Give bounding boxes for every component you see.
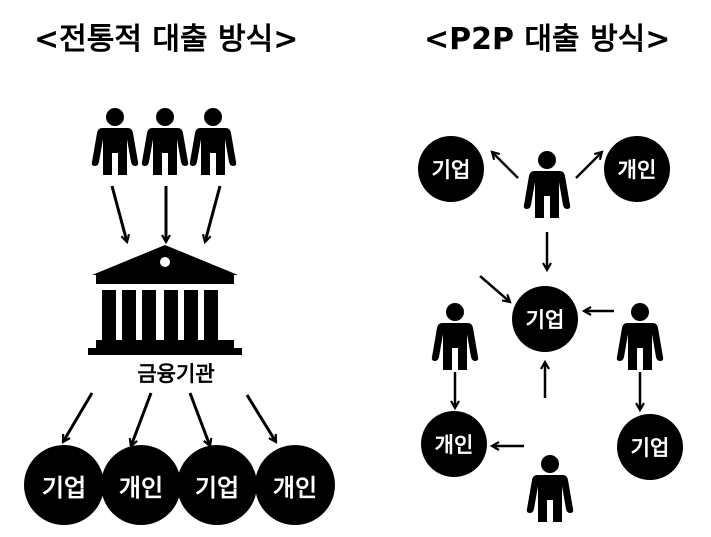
institution-label: 금융기관 [137,362,215,386]
p2p-person-icon [431,303,479,370]
lender-person-icon [141,108,189,175]
bank-icon [88,245,242,355]
flow-arrow [61,392,94,442]
traditional-title: <전통적 대출 방식> [34,22,299,57]
flow-arrow [205,185,222,242]
borrower-node-company: 기업 [24,445,104,525]
p2p-node-individual: 개인 [421,411,487,477]
borrower-node-company: 기업 [177,445,257,525]
borrower-node-individual: 개인 [101,445,181,525]
flow-arrow [110,185,127,242]
p2p-person-icon [523,151,571,218]
p2p-node-company: 기업 [418,136,484,202]
borrower-node-individual: 개인 [255,445,335,525]
flow-arrow [131,392,153,446]
bank-emblem [160,257,170,267]
lender-person-icon [189,108,237,175]
flow-arrow [575,152,602,179]
flow-arrow [188,392,210,446]
p2p-person-icon [616,303,664,370]
lender-person-icon [91,108,139,175]
p2p-node-company: 기업 [617,414,683,480]
p2p-title: <P2P 대출 방식> [424,22,671,57]
p2p-node-individual: 개인 [604,136,670,202]
flow-arrow [492,152,519,179]
p2p-person-icon [526,455,574,522]
flow-arrow [479,275,510,302]
p2p-node-company-center: 기업 [512,286,578,352]
flow-arrow [245,394,278,442]
